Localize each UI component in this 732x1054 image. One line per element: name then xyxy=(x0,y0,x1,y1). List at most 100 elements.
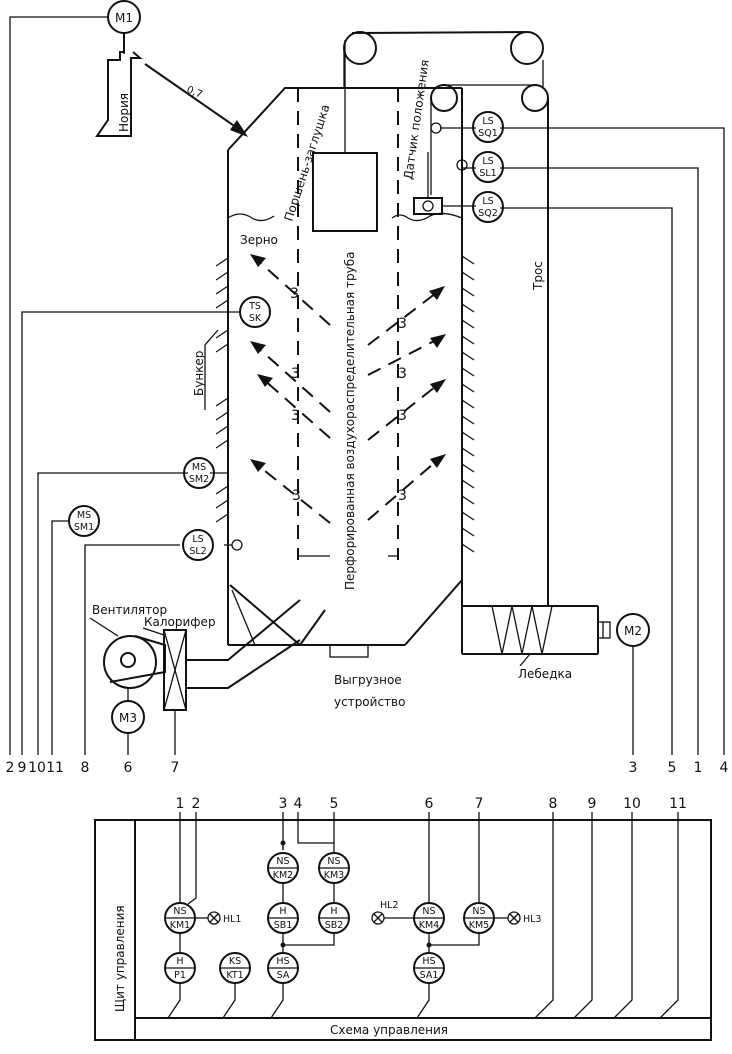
sensor-type: LS xyxy=(482,156,493,167)
piston-plug xyxy=(312,152,378,232)
terminal-number: 4 xyxy=(720,760,729,776)
fan-heater-unit xyxy=(89,599,301,755)
sensor-ms-sm1: MS SM1 xyxy=(68,505,100,537)
panel-label: Щит управления xyxy=(113,905,127,1012)
terminal-number: 3 xyxy=(629,760,638,776)
terminal-number: 2 xyxy=(6,760,15,776)
device-hs-sa1: HS SA1 xyxy=(413,952,445,984)
fan-label: Вентилятор xyxy=(92,603,167,617)
panel-number: 4 xyxy=(294,796,303,812)
panel-number: 2 xyxy=(192,796,201,812)
device-id: KM4 xyxy=(419,920,439,931)
device-id: KM5 xyxy=(469,920,489,931)
device-ns-km2: NS KM2 xyxy=(267,852,299,884)
panel-number: 5 xyxy=(330,796,339,812)
lamp-hl1: HL1 xyxy=(207,911,241,925)
device-ns-km4: NS KM4 xyxy=(413,902,445,934)
panel-number: 7 xyxy=(475,796,484,812)
terminal-numbers: 2 9 10 11 8 6 7 3 5 1 4 xyxy=(6,760,729,776)
grain-label: Зерно xyxy=(240,233,278,247)
flow-mark: 3 xyxy=(398,408,407,424)
flow-marks: 3 3 3 3 3 3 3 3 xyxy=(290,286,407,504)
device-h-p1: H P1 xyxy=(164,952,196,984)
ratio-label: 0,7 xyxy=(185,85,204,101)
heater-label: Калорифер xyxy=(144,615,216,629)
bunker-structure xyxy=(204,87,475,658)
panel-number: 6 xyxy=(425,796,434,812)
lamp-hl3-label: HL3 xyxy=(523,914,541,925)
sensor-probe-sl2 xyxy=(231,539,243,551)
pulley-system xyxy=(343,31,549,606)
terminal-number: 9 xyxy=(18,760,27,776)
terminal-number: 8 xyxy=(81,760,90,776)
panel-number: 1 xyxy=(176,796,185,812)
device-h-sb2: H SB2 xyxy=(318,902,350,934)
sensor-type: LS xyxy=(192,534,203,545)
sensor-ls-sq1: LS SQ1 xyxy=(472,111,504,143)
lamp-hl2: HL2 xyxy=(371,900,398,925)
sensor-type: TS xyxy=(248,301,261,312)
sensor-ls-sl1: LS SL1 xyxy=(472,151,504,183)
terminal-number: 7 xyxy=(171,760,180,776)
device-id: SB1 xyxy=(274,920,293,931)
control-panel: Щит управления Схема управления 1 2 3 4 … xyxy=(94,796,712,1041)
device-h-sb1: H SB1 xyxy=(267,902,299,934)
lamp-hl3: HL3 xyxy=(507,911,541,925)
device-ks-kt1: KS KT1 xyxy=(219,952,251,984)
device-type: H xyxy=(279,906,286,917)
device-type: NS xyxy=(276,856,289,867)
winch xyxy=(461,585,611,667)
device-id: SA xyxy=(277,970,290,981)
device-type: KS xyxy=(229,956,241,967)
sensor-id: SL1 xyxy=(479,168,496,179)
flow-mark: 3 xyxy=(292,488,301,504)
device-id: KT1 xyxy=(226,970,243,981)
flow-mark: 3 xyxy=(291,366,300,382)
device-id: SB2 xyxy=(325,920,344,931)
terminal-number: 5 xyxy=(668,760,677,776)
device-hs-sa: HS SA xyxy=(267,952,299,984)
device-type: H xyxy=(176,956,183,967)
sensor-id: SL2 xyxy=(189,546,206,557)
panel-number: 11 xyxy=(669,796,687,812)
noria-label: Нория xyxy=(117,93,131,132)
sensor-ls-sl2: LS SL2 xyxy=(182,529,214,561)
device-id: P1 xyxy=(174,970,186,981)
sensor-ls-sq2: LS SQ2 xyxy=(472,191,504,223)
device-id: KM2 xyxy=(273,870,293,881)
panel-number: 10 xyxy=(623,796,641,812)
device-ns-km1: NS KM1 xyxy=(164,902,196,934)
lamp-hl2-label: HL2 xyxy=(380,900,398,911)
panel-number: 8 xyxy=(549,796,558,812)
sensor-ms-sm2: MS SM2 xyxy=(183,457,215,489)
device-ns-km5: NS KM5 xyxy=(463,902,495,934)
noria-to-bunker-arrow xyxy=(144,63,248,137)
terminal-number: 6 xyxy=(124,760,133,776)
device-type: NS xyxy=(327,856,340,867)
motor-m3-label: M3 xyxy=(119,711,137,725)
bunker-label: Бункер xyxy=(192,351,206,396)
device-id: KM3 xyxy=(324,870,344,881)
unloader-label: Выгрузное xyxy=(334,673,402,687)
noria xyxy=(95,32,143,137)
flow-mark: 3 xyxy=(398,316,407,332)
device-id: SA1 xyxy=(420,970,439,981)
panel-number: 3 xyxy=(279,796,288,812)
sensor-id: SQ2 xyxy=(478,208,498,219)
sensor-id: SK xyxy=(249,313,262,324)
motor-m3: M3 xyxy=(111,700,145,734)
tube-label: Перфорированная воздухораспределительная… xyxy=(343,251,357,590)
position-sensor-label: Датчик положения xyxy=(401,59,432,181)
sensor-probe-sl1 xyxy=(456,159,468,171)
device-type: HS xyxy=(276,956,289,967)
sensor-ts-sk: TS SK xyxy=(239,296,271,328)
piston-label: Поршень-заглушка xyxy=(282,103,333,223)
device-id: KM1 xyxy=(170,920,190,931)
terminal-number: 11 xyxy=(46,760,64,776)
motor-m2: M2 xyxy=(616,613,650,647)
unloader-label-2: устройство xyxy=(334,695,405,709)
flow-mark: 3 xyxy=(398,366,407,382)
device-ns-km3: NS KM3 xyxy=(318,852,350,884)
panel-number: 9 xyxy=(588,796,597,812)
